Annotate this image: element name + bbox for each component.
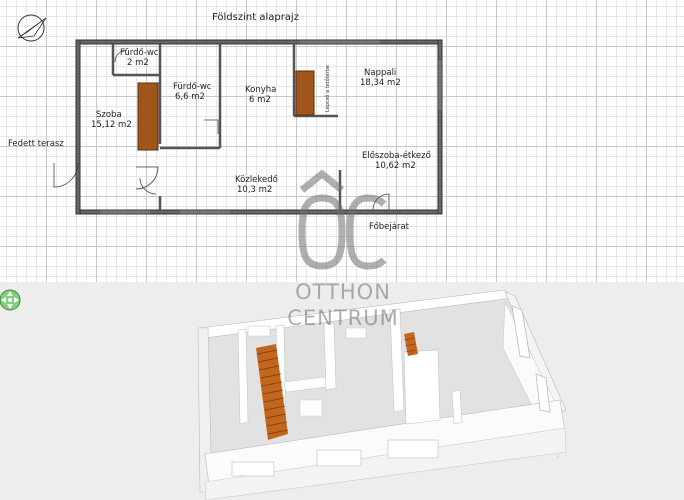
room-name: Közlekedő — [235, 175, 278, 185]
plan-title: Földszint alaprajz — [212, 12, 299, 23]
room-name: Fürdő-wc — [173, 82, 212, 92]
compass-north-icon — [17, 14, 47, 42]
room-name: Előszoba-étkező — [362, 150, 431, 161]
terrace-label: Fedett terasz — [8, 139, 64, 149]
navigation-arrows-icon[interactable] — [0, 285, 22, 315]
room-name: Konyha — [245, 85, 276, 95]
floor-plan-drawing: Földszint alaprajz — [8, 12, 443, 232]
windows — [100, 40, 442, 214]
stair-note: Lépcső a tetőtérbe — [324, 65, 331, 112]
3d-view[interactable] — [0, 282, 684, 500]
room-labels: Fürdő-wc 2 m2 Fürdő-wc 6,6 m2 Szoba 15,1… — [8, 48, 431, 232]
stair-right — [295, 70, 315, 116]
room-name: Szoba — [96, 110, 122, 120]
room-name: Fürdő-wc — [120, 48, 159, 58]
exterior-walls — [75, 39, 443, 215]
room-area: 6 m2 — [249, 95, 271, 105]
room-name: Nappali — [364, 68, 396, 78]
stair-left — [137, 82, 159, 151]
room-area: 10,62 m2 — [375, 161, 416, 171]
3d-floor — [200, 294, 560, 472]
floor-plan-view[interactable]: Földszint alaprajz — [0, 0, 684, 282]
room-area: 10,3 m2 — [237, 185, 272, 195]
3d-stair-small — [403, 332, 418, 356]
room-area: 18,34 m2 — [360, 78, 401, 88]
entrance-label: Főbejárat — [369, 222, 410, 232]
room-area: 6,6 m2 — [175, 92, 205, 102]
3d-stair-main — [256, 344, 289, 440]
room-area: 15,12 m2 — [91, 120, 132, 130]
room-area: 2 m2 — [127, 58, 149, 68]
3d-model-drawing — [197, 289, 567, 500]
